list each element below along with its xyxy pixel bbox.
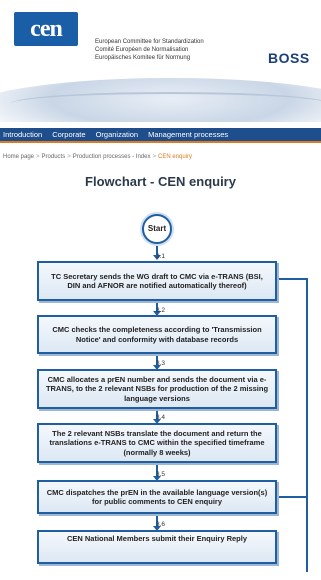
flow-step-3-4[interactable]: The 2 relevant NSBs translate the docume… [37, 423, 277, 463]
breadcrumb-products[interactable]: Products [41, 154, 66, 160]
cen-logo[interactable]: cen [14, 12, 78, 46]
step-number: 3.4 [155, 414, 166, 421]
flow-step-3-2[interactable]: CMC checks the completeness according to… [37, 315, 277, 354]
flow-step-3-5[interactable]: CMC dispatches the prEN in the available… [37, 480, 277, 514]
connector-line [156, 356, 158, 366]
step-number: 3.2 [155, 307, 166, 314]
header-swoosh-line [10, 92, 321, 116]
connector-arrow-icon [153, 419, 161, 424]
site-header: cen European Committee for Standardizati… [0, 0, 321, 122]
nav-item-organization[interactable]: Organization [95, 130, 139, 139]
breadcrumb-separator: > [67, 154, 71, 160]
connector-arrow-icon [153, 365, 161, 370]
side-connector-branch [279, 496, 308, 498]
step-number: 3.5 [155, 471, 166, 478]
side-connector-line [306, 278, 308, 572]
org-name-de: Europäisches Komitee für Normung [95, 55, 191, 61]
org-name-fr: Comité Européen de Normalisation [95, 47, 189, 53]
connector-line [156, 411, 158, 420]
connector-arrow-icon [153, 476, 161, 481]
org-name-en: European Committee for Standardization [95, 39, 204, 45]
connector-line [156, 516, 158, 527]
breadcrumb-home[interactable]: Home page [3, 154, 35, 160]
app-name: BOSS [268, 50, 310, 66]
connector-arrow-icon [153, 255, 161, 260]
breadcrumb-production-processes[interactable]: Production processes - Index [72, 154, 151, 160]
breadcrumb-separator: > [152, 154, 156, 160]
connector-line [156, 303, 158, 312]
flow-step-3-1[interactable]: TC Secretary sends the WG draft to CMC v… [37, 261, 277, 301]
side-connector-branch [279, 278, 308, 280]
nav-item-corporate[interactable]: Corporate [52, 130, 86, 139]
breadcrumb: Home page>Products>Production processes … [3, 154, 192, 160]
breadcrumb-separator: > [36, 154, 40, 160]
page-title: Flowchart - CEN enquiry [85, 174, 236, 189]
nav-item-management-processes[interactable]: Management processes [148, 130, 229, 139]
organization-names: European Committee for Standardization C… [95, 38, 204, 62]
connector-arrow-icon [153, 311, 161, 316]
connector-line [156, 246, 158, 256]
flow-step-3-6[interactable]: CEN National Members submit their Enquir… [37, 530, 277, 564]
step-number: 3.6 [155, 521, 166, 528]
breadcrumb-current: CEN enquiry [157, 154, 192, 160]
start-node[interactable]: Start [142, 214, 172, 244]
nav-item-introduction[interactable]: Introduction [3, 130, 43, 139]
flow-step-3-3[interactable]: CMC allocates a prEN number and sends th… [37, 369, 277, 409]
connector-line [156, 465, 158, 477]
step-number: 3.1 [155, 253, 166, 260]
main-nav: Introduction Corporate Organization Mana… [0, 128, 321, 143]
step-number: 3.3 [155, 360, 166, 367]
connector-arrow-icon [153, 526, 161, 531]
